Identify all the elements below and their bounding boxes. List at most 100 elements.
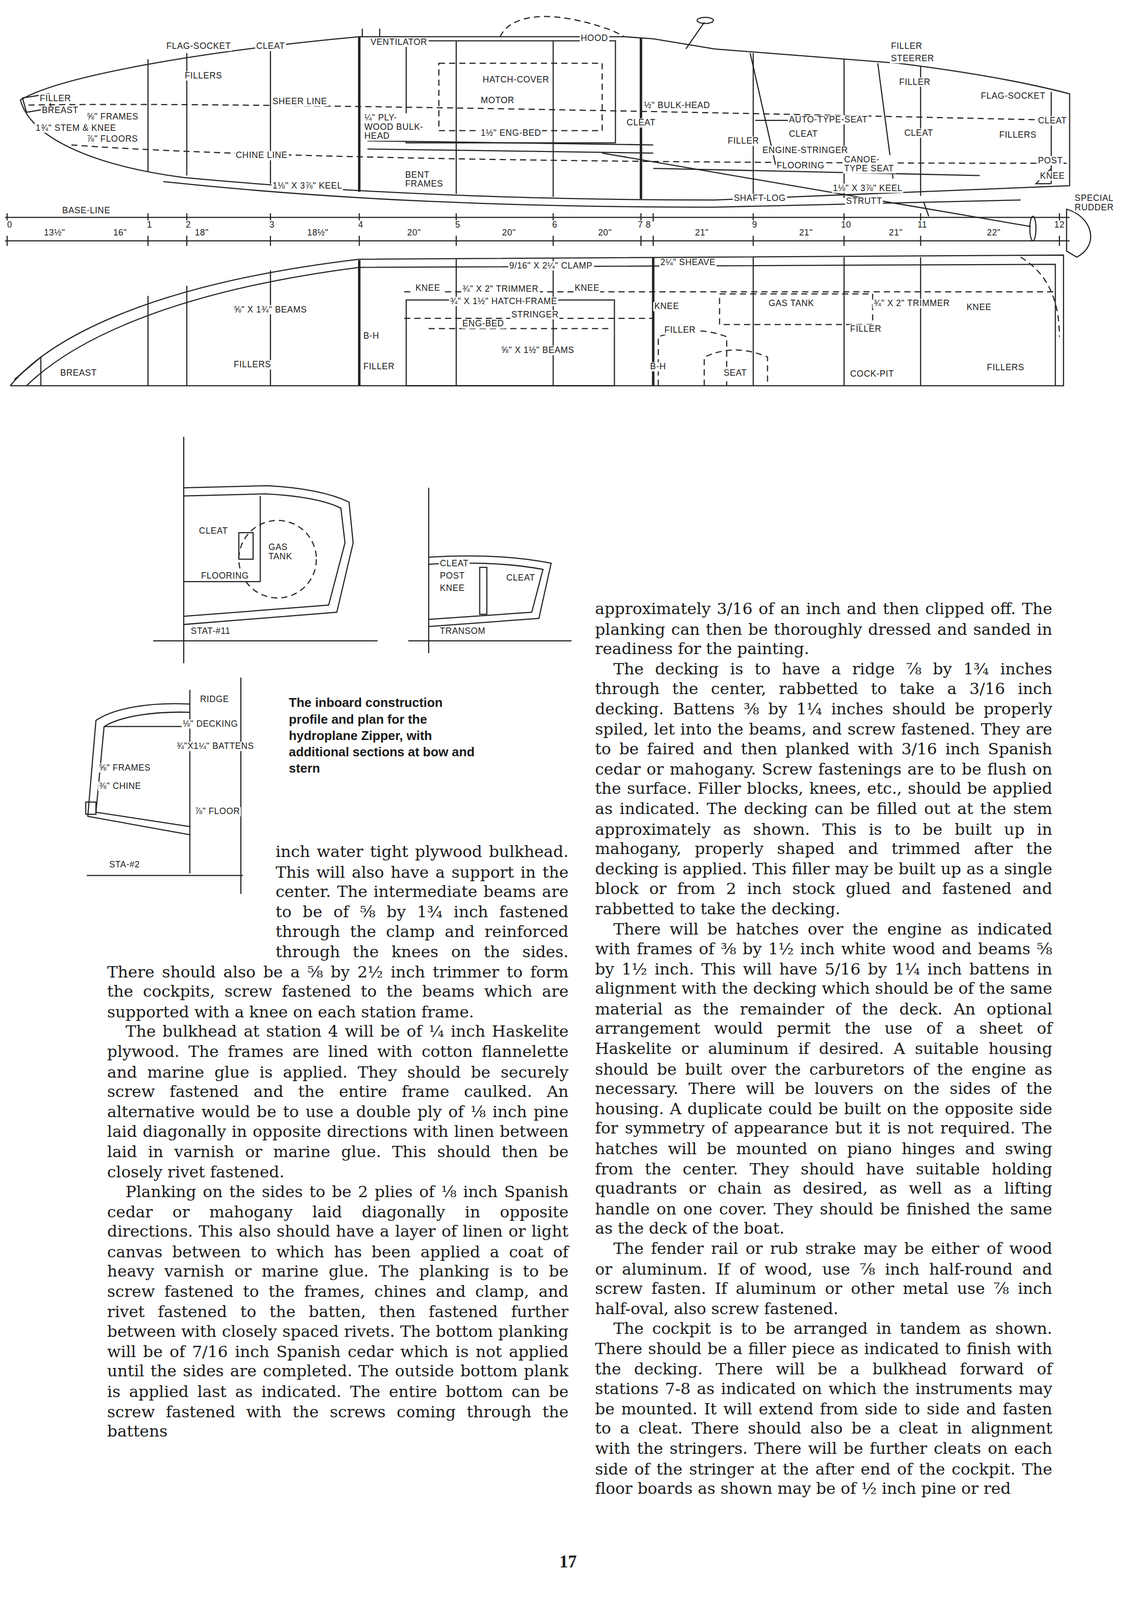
page-number: 17 bbox=[558, 1553, 578, 1573]
drawing-label: POST bbox=[438, 571, 466, 581]
drawing-label: CHINE LINE bbox=[234, 151, 289, 160]
section-views-line bbox=[87, 703, 191, 835]
drawing-label: FILLERS bbox=[232, 360, 273, 370]
drawing-label: MOTOR bbox=[479, 95, 516, 105]
drawing-label: STEERER bbox=[890, 54, 936, 64]
plan-view-line bbox=[404, 291, 1056, 329]
drawing-label: 1⅛" X 3⅞" KEEL bbox=[831, 183, 904, 193]
profile-view-line bbox=[685, 22, 705, 49]
profile-view-line bbox=[652, 235, 654, 246]
profile-view-line bbox=[367, 140, 654, 154]
section-views-line bbox=[104, 726, 191, 728]
section-views-line bbox=[183, 496, 261, 583]
profile-view-line bbox=[1066, 209, 1091, 258]
drawing-label: ⅝" X 1¾" BEAMS bbox=[232, 305, 308, 314]
drawing-label: FILLER bbox=[39, 93, 73, 103]
drawing-label: ⅝" X 1½" BEAMS bbox=[500, 346, 576, 355]
profile-view-line bbox=[697, 17, 714, 24]
plan-view-line bbox=[10, 255, 1064, 387]
drawing-label: SEAT bbox=[722, 368, 748, 378]
drawing-label: BREAST bbox=[59, 368, 98, 378]
section-views-line bbox=[95, 712, 190, 827]
drawing-label: 3 bbox=[268, 220, 276, 230]
drawing-label: 9/16" X 2¼" CLAMP bbox=[508, 261, 594, 271]
drawing-label: KNEE bbox=[438, 583, 466, 593]
body-paragraph: Planking on the sides to be 2 plies of ⅛… bbox=[107, 1182, 569, 1444]
profile-view-line bbox=[1058, 235, 1060, 246]
plan-view-line bbox=[455, 258, 457, 386]
profile-view-line bbox=[653, 52, 1052, 184]
profile-view-line bbox=[552, 235, 554, 246]
drawing-label: STRUTT bbox=[845, 196, 884, 206]
drawing-label: B-H bbox=[362, 331, 381, 341]
drawing-label: ⅞" FLOORS bbox=[85, 134, 140, 144]
drawing-label: SHAFT-LOG bbox=[732, 194, 787, 203]
profile-view-line bbox=[71, 145, 1067, 164]
body-paragraph: The bulkhead at station 4 will be of ¼ i… bbox=[107, 1022, 569, 1183]
drawing-label: ¾" X 1½" HATCH-FRAME bbox=[449, 296, 559, 306]
profile-view-line bbox=[270, 44, 272, 184]
drawing-label: 21" bbox=[888, 228, 904, 238]
section-views-line bbox=[86, 677, 243, 894]
body-paragraph: The cockpit is to be arranged in tandem … bbox=[594, 1319, 1053, 1500]
drawing-label: 2¼" SHEAVE bbox=[659, 258, 717, 268]
drawing-label: 16" bbox=[112, 228, 128, 238]
drawing-label: 0 bbox=[5, 220, 14, 230]
section-views-line bbox=[408, 487, 572, 654]
profile-view-line bbox=[147, 59, 149, 172]
drawing-label: STA-#2 bbox=[108, 860, 141, 869]
drawing-label: STAT-#11 bbox=[190, 626, 232, 636]
profile-view-line bbox=[455, 40, 457, 195]
text-column: approximately 3/16 of an inch and then c… bbox=[594, 599, 1053, 1500]
drawing-label: CLEAT bbox=[787, 129, 820, 139]
drawing-label: 1 bbox=[146, 220, 154, 230]
profile-view-line bbox=[270, 235, 272, 246]
plan-view-line bbox=[186, 285, 188, 387]
drawing-label: COCK-PIT bbox=[849, 369, 896, 379]
drawing-label: ENGINE-STRINGER bbox=[761, 146, 849, 156]
drawing-label: ¾" X 2" TRIMMER bbox=[872, 299, 951, 309]
drawing-label: BENT FRAMES bbox=[404, 170, 448, 189]
drawing-label: FLOORING bbox=[199, 571, 250, 581]
drawing-label: CLEAT bbox=[903, 128, 935, 138]
drawing-label: KNEE bbox=[414, 283, 441, 293]
drawing-label: GAS TANK bbox=[767, 299, 816, 309]
drawing-label: SHEER LINE bbox=[271, 96, 329, 106]
drawing-label: FILLERS bbox=[998, 130, 1038, 140]
drawing-label: ¾"X1¼" BATTENS bbox=[175, 742, 256, 751]
drawing-label: 9 bbox=[751, 220, 759, 230]
drawing-label: ¼" PLY-WOOD BULK-HEAD bbox=[363, 113, 427, 141]
drawing-label: KNEE bbox=[1039, 171, 1066, 181]
plan-view-line bbox=[1020, 257, 1060, 337]
figure-caption: The inboard construction profile and pla… bbox=[288, 695, 477, 777]
drawing-label: ⅜" CHINE bbox=[97, 781, 143, 791]
section-views-line bbox=[428, 563, 544, 620]
profile-view-line bbox=[920, 235, 922, 246]
body-paragraph: There will be hatches over the engine as… bbox=[594, 919, 1053, 1240]
profile-view-line bbox=[552, 40, 554, 197]
section-views-line bbox=[85, 802, 97, 815]
profile-view-line bbox=[20, 36, 1070, 200]
plan-view-line bbox=[719, 293, 873, 325]
profile-view-line bbox=[357, 36, 361, 192]
body-paragraph: inch water tight plywood bulkhead. This … bbox=[107, 842, 569, 1023]
drawing-label: 1¾" STEM & KNEE bbox=[34, 123, 118, 133]
profile-view-line bbox=[4, 217, 1070, 241]
drawing-label: 20" bbox=[406, 228, 423, 238]
plan-view-line bbox=[843, 257, 845, 386]
profile-view-line bbox=[358, 235, 360, 246]
section-views-line bbox=[479, 567, 487, 615]
drawing-label: KNEE bbox=[965, 303, 993, 313]
plan-view-line bbox=[147, 295, 149, 386]
drawing-label: RIDGE bbox=[198, 695, 231, 705]
section-views-line bbox=[183, 485, 353, 625]
drawing-label: CLEAT bbox=[438, 559, 471, 569]
drawing-label: ⅝" FRAMES bbox=[85, 112, 140, 121]
drawing-label: AUTO-TYPE-SEAT bbox=[787, 115, 869, 125]
drawing-label: 21" bbox=[798, 228, 815, 238]
section-views-line bbox=[183, 493, 346, 617]
drawing-label: GAS TANK bbox=[267, 543, 299, 562]
drawing-label: SPECIAL RUDDER bbox=[1073, 194, 1117, 213]
drawing-label: 7 8 bbox=[636, 220, 652, 230]
drawing-label: STRINGER bbox=[510, 310, 560, 319]
